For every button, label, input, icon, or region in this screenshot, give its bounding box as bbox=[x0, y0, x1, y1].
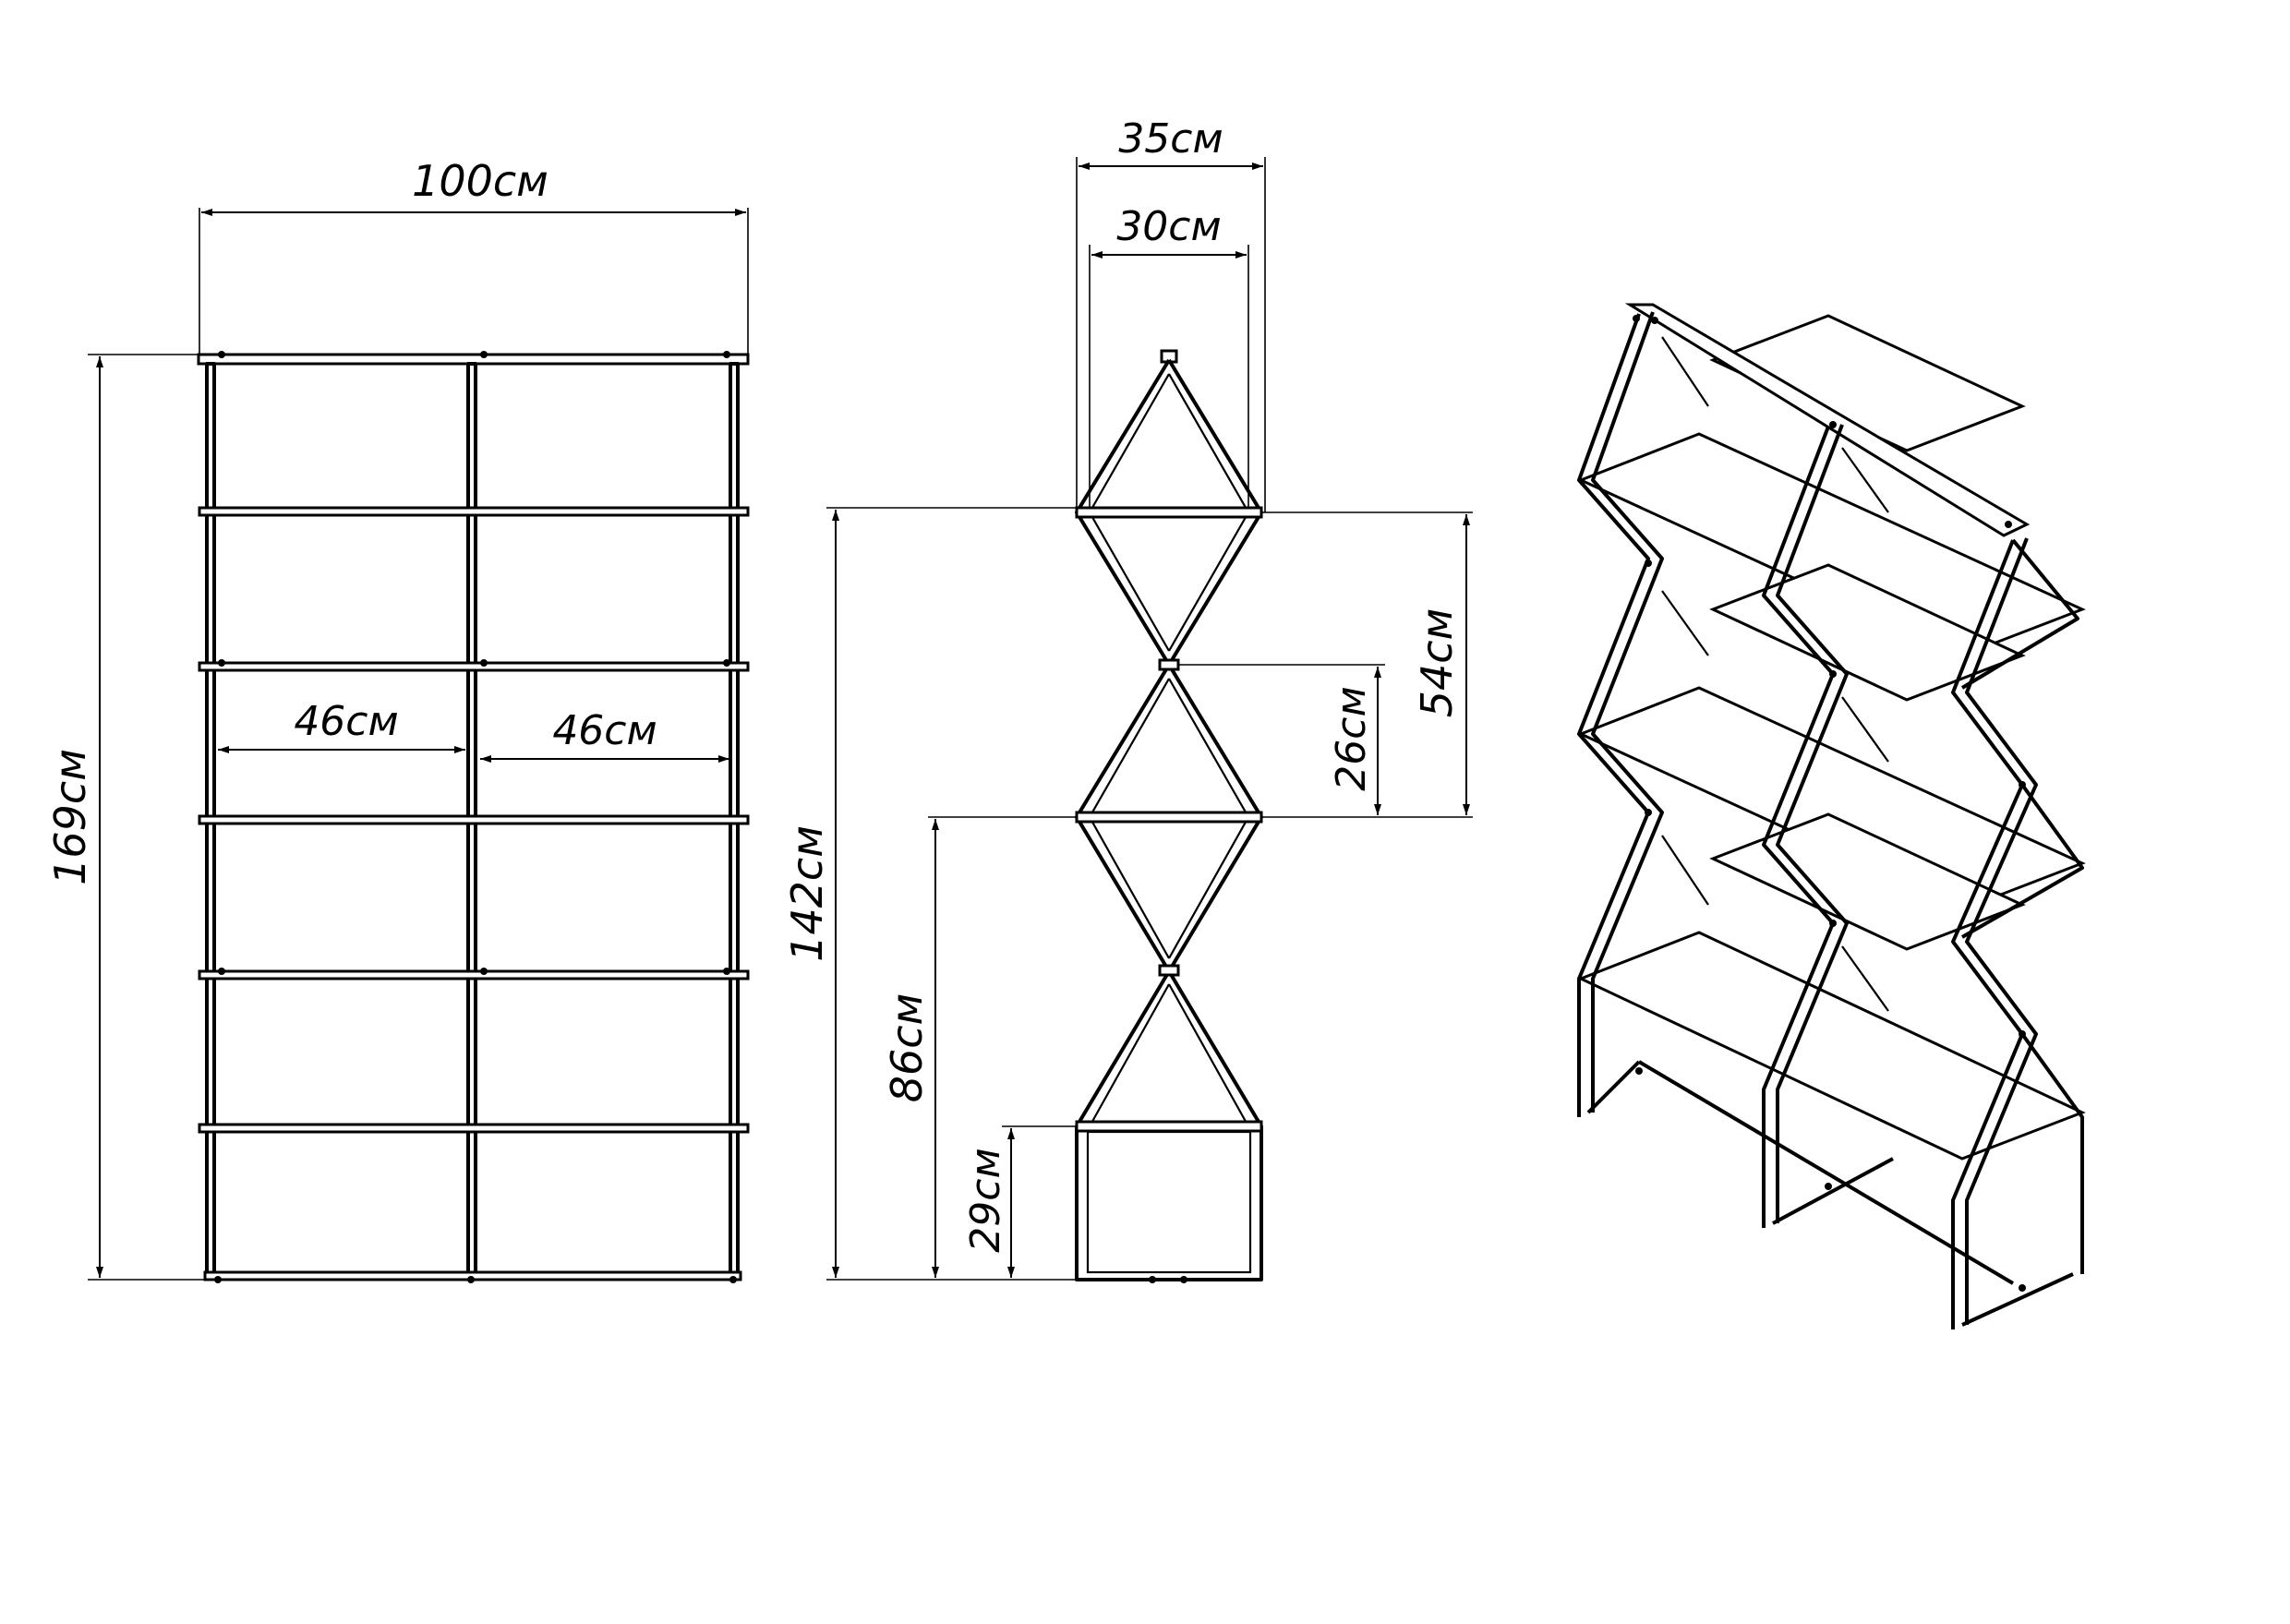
iso-top-bar bbox=[1624, 303, 2031, 537]
iso-braces bbox=[1661, 336, 1889, 1012]
side-base-height-label: 29см bbox=[962, 1148, 1009, 1252]
iso-base-rails bbox=[1586, 1060, 2074, 1327]
side-lower-height-label: 86см bbox=[882, 993, 932, 1103]
isometric-view bbox=[1577, 303, 2086, 1329]
front-shelves bbox=[198, 506, 750, 1281]
front-view: 100см 169см 46см 46см bbox=[45, 156, 750, 1283]
iso-shelves bbox=[1577, 314, 2086, 1161]
side-inner-depth-label: 30см bbox=[1116, 203, 1221, 250]
front-height-label: 169см bbox=[45, 749, 95, 885]
bay-left-width-label: 46см bbox=[294, 698, 398, 745]
bay-right-width-label: 46см bbox=[552, 707, 657, 754]
side-view: 35см 30см 142см 86см 29см 54см 26см bbox=[782, 115, 1473, 1283]
front-width-label: 100см bbox=[412, 156, 548, 206]
iso-joint-dots bbox=[1633, 315, 2026, 1292]
side-module-height-label: 54см bbox=[1412, 608, 1462, 718]
side-half-module-label: 26см bbox=[1328, 686, 1375, 790]
side-height-label: 142см bbox=[782, 825, 832, 962]
side-outer-depth-label: 35см bbox=[1118, 115, 1223, 162]
iso-zigzag-posts bbox=[1577, 311, 2084, 1329]
front-joint-dots bbox=[214, 351, 737, 1283]
